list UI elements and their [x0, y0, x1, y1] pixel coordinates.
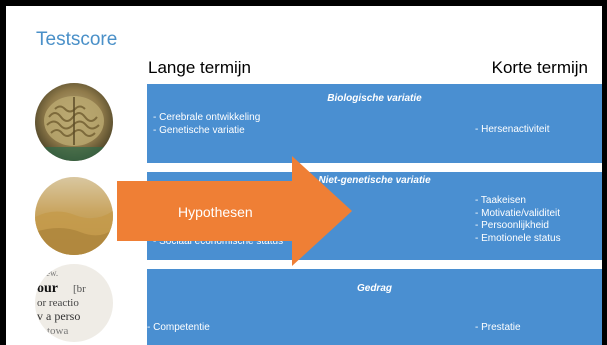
- arrow-label: Hypothesen: [178, 204, 253, 220]
- long-term-items: - Cerebrale ontwikkeling - Genetische va…: [153, 112, 260, 137]
- band-title: Gedrag: [356, 283, 392, 294]
- slide: Testscore Lange termijn Korte termijn Bi…: [6, 6, 602, 345]
- svg-text:v a perso: v a perso: [37, 309, 80, 323]
- brain-photo-icon: [35, 83, 113, 161]
- slide-title: Testscore: [36, 29, 118, 50]
- short-term-items: - Prestatie: [475, 322, 521, 335]
- sand-photo-icon: [35, 177, 113, 255]
- column-heading-long-term: Lange termijn: [148, 58, 252, 77]
- svg-text:or reactio: or reactio: [37, 297, 79, 309]
- list-item: - Persoonlijkheid: [475, 220, 549, 231]
- column-heading-short-term: Korte termijn: [491, 58, 588, 77]
- long-term-items: - Competentie: [147, 322, 210, 335]
- hypothesen-arrow: [117, 156, 352, 266]
- list-item: - Competentie: [147, 322, 210, 333]
- band-gedrag: Gedrag - Competentie - Prestatie: [147, 269, 602, 345]
- list-item: - Motivatie/validiteit: [475, 207, 561, 219]
- svg-text:rew.: rew.: [43, 268, 58, 278]
- short-term-items: - Hersenactiviteit: [475, 124, 549, 137]
- list-item: - Genetische variatie: [153, 124, 245, 136]
- list-item: - Emotionele status: [475, 232, 561, 244]
- svg-text:our: our: [37, 281, 58, 296]
- list-item: - Sociaal economische status: [153, 236, 284, 247]
- short-term-items: - Taakeisen - Motivatie/validiteit - Per…: [475, 195, 561, 245]
- long-term-items: - Sociaal economische status: [153, 236, 283, 249]
- band-title: Niet-genetische variatie: [318, 175, 431, 186]
- list-item: - Cerebrale ontwikkeling: [153, 112, 261, 123]
- dictionary-text-photo-icon: rew. our [br or reactio v a perso towa: [35, 264, 113, 342]
- list-item: - Hersenactiviteit: [475, 124, 550, 135]
- band-title: Biologische variatie: [327, 93, 422, 104]
- band-biologische-variatie: Biologische variatie - Cerebrale ontwikk…: [147, 84, 602, 163]
- svg-text:towa: towa: [47, 325, 69, 337]
- list-item: - Prestatie: [475, 322, 521, 333]
- svg-text:[br: [br: [73, 283, 86, 295]
- list-item: - Taakeisen: [475, 195, 526, 206]
